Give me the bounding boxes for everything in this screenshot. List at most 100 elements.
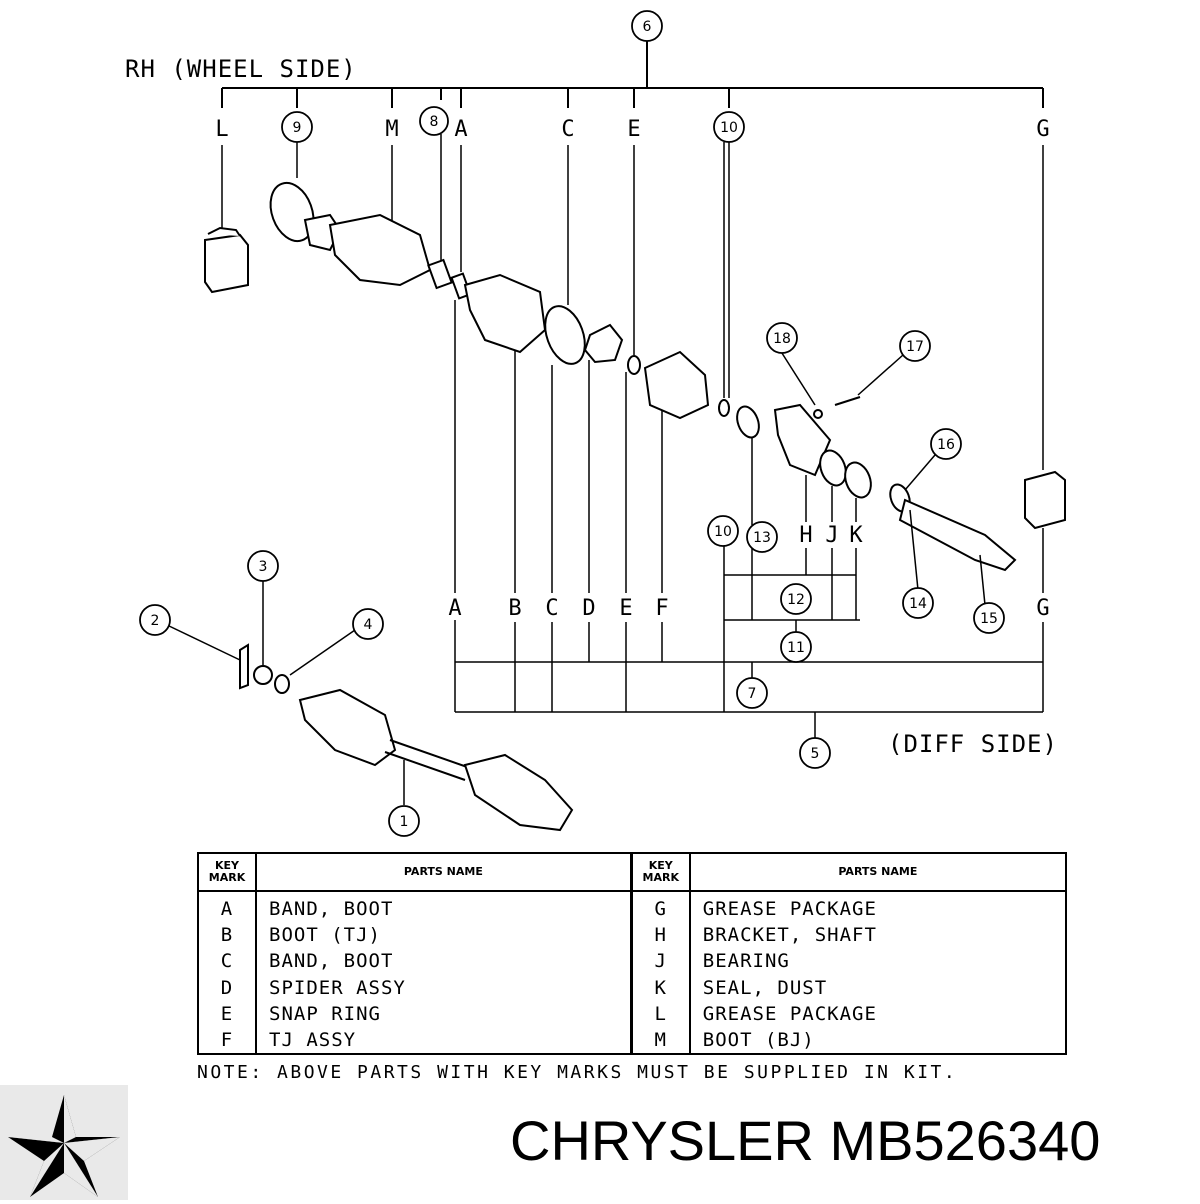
part-name-cell: TJ ASSY bbox=[256, 1026, 633, 1053]
boot-tj bbox=[463, 273, 547, 354]
washer bbox=[274, 674, 290, 694]
pentastar-icon bbox=[8, 1095, 120, 1197]
part-name-cell: SPIDER ASSY bbox=[256, 974, 633, 1001]
key-letter-e-top: E bbox=[627, 117, 640, 142]
kit-note: NOTE: ABOVE PARTS WITH KEY MARKS MUST BE… bbox=[197, 1062, 958, 1083]
band-c bbox=[544, 305, 586, 365]
band-8 bbox=[427, 258, 453, 290]
callout-11-label: 11 bbox=[787, 640, 805, 656]
exploded-diagram: RH (WHEEL SIDE) (DIFF SIDE) L M A C E G bbox=[125, 10, 1066, 837]
key-mark-cell: F bbox=[199, 1026, 257, 1053]
callout-1 bbox=[388, 805, 420, 837]
pentastar-logo bbox=[0, 1085, 128, 1200]
snap-ring bbox=[627, 355, 641, 375]
callout-8-label: 8 bbox=[430, 114, 439, 130]
band-9 bbox=[269, 181, 315, 243]
callout-10-bottom-label: 10 bbox=[714, 524, 732, 540]
callout-3 bbox=[247, 550, 279, 582]
key-mark-cell: H bbox=[631, 922, 691, 949]
brand-part-number: CHRYSLER MB526340 bbox=[510, 1109, 1101, 1172]
key-mark-cell: L bbox=[631, 1000, 691, 1027]
callout-2 bbox=[139, 604, 171, 636]
key-letter-c-top: C bbox=[561, 117, 574, 142]
table-row: C BAND, BOOT J BEARING bbox=[199, 948, 1065, 975]
tj-assy bbox=[643, 350, 710, 420]
callout-18-label: 18 bbox=[773, 331, 791, 347]
callout-15-label: 15 bbox=[980, 611, 998, 627]
callout-14 bbox=[902, 587, 934, 619]
part-name-cell: BAND, BOOT bbox=[256, 891, 633, 923]
key-letter-h: H bbox=[799, 523, 812, 548]
key-mark-header-1: KEY MARK bbox=[199, 854, 257, 892]
table-row: B BOOT (TJ) H BRACKET, SHAFT bbox=[199, 922, 1065, 949]
part-name-cell: BOOT (TJ) bbox=[256, 922, 633, 949]
key-letter-g-bottom: G bbox=[1036, 596, 1049, 621]
callout-12 bbox=[780, 583, 812, 615]
callout-circles: 1 2 3 4 5 6 7 8 9 10 10 11 12 13 14 15 1… bbox=[139, 10, 1005, 837]
key-mark-header-2: KEY MARK bbox=[631, 854, 691, 892]
callout-7 bbox=[736, 677, 768, 709]
callout-10-top-label: 10 bbox=[720, 120, 738, 136]
part-name-cell: BOOT (BJ) bbox=[702, 1028, 815, 1051]
part-name-cell: SEAL, DUST bbox=[702, 976, 828, 999]
part-name-cell: BRACKET, SHAFT bbox=[702, 924, 877, 947]
spider-assy bbox=[583, 323, 624, 364]
key-letter-l: L bbox=[215, 117, 228, 142]
callout-5-label: 5 bbox=[811, 746, 820, 762]
table-row: D SPIDER ASSY K SEAL, DUST bbox=[199, 974, 1065, 1001]
top-leader-lines bbox=[221, 134, 1044, 470]
callout-6-label: 6 bbox=[643, 19, 652, 35]
callout-15 bbox=[973, 602, 1005, 634]
key-letter-f: F bbox=[655, 596, 668, 621]
key-mark-cell: M bbox=[631, 1026, 691, 1053]
washer-18 bbox=[813, 409, 823, 419]
callout-17 bbox=[899, 330, 931, 362]
key-mark-cell: J bbox=[631, 948, 691, 975]
ring-10 bbox=[718, 399, 730, 417]
callout-16-label: 16 bbox=[937, 437, 955, 453]
key-mark-cell: A bbox=[199, 891, 257, 923]
key-letter-m: M bbox=[385, 117, 398, 142]
callout-9 bbox=[281, 111, 313, 143]
grease-package-g bbox=[1024, 470, 1066, 530]
key-mark-cell: C bbox=[199, 948, 257, 975]
key-letter-c-bottom: C bbox=[545, 596, 558, 621]
assembled-driveshaft bbox=[239, 643, 574, 832]
callout-17-label: 17 bbox=[906, 339, 924, 355]
callout-5 bbox=[799, 737, 831, 769]
key-letter-a-bottom: A bbox=[448, 596, 461, 621]
table-row: A BAND, BOOT G GREASE PACKAGE bbox=[199, 891, 1065, 923]
callout-14-label: 14 bbox=[909, 596, 927, 612]
key-mark-cell: B bbox=[199, 922, 257, 949]
callout-6 bbox=[631, 10, 663, 42]
wheel-side-label: RH (WHEEL SIDE) bbox=[125, 55, 357, 83]
key-letter-k: K bbox=[849, 523, 863, 548]
boot-bj bbox=[328, 213, 432, 287]
callout-4-label: 4 bbox=[364, 617, 373, 633]
callout-10-top bbox=[713, 111, 745, 143]
nut bbox=[253, 665, 273, 685]
key-letter-g-top: G bbox=[1036, 117, 1049, 142]
table-row: F TJ ASSY M BOOT (BJ) bbox=[199, 1026, 1065, 1053]
key-mark-cell: G bbox=[631, 891, 691, 923]
parts-name-header-2: PARTS NAME bbox=[689, 854, 1065, 892]
key-letter-b: B bbox=[508, 596, 521, 621]
key-letter-j: J bbox=[825, 523, 838, 548]
key-letter-d: D bbox=[582, 596, 595, 621]
callout-4 bbox=[352, 608, 384, 640]
bolt-17 bbox=[834, 396, 861, 406]
shaft-14 bbox=[898, 498, 1017, 572]
bracket-h bbox=[773, 403, 832, 477]
callout-2-label: 2 bbox=[151, 613, 160, 629]
key-letter-e-bottom: E bbox=[619, 596, 632, 621]
part-name-cell: BAND, BOOT bbox=[256, 948, 633, 975]
callout-12-label: 12 bbox=[787, 592, 805, 608]
top-bracket-lines bbox=[221, 40, 1044, 108]
callout-11 bbox=[780, 631, 812, 663]
parts-table: KEY MARK PARTS NAME KEY MARK PARTS NAME … bbox=[197, 852, 1067, 1055]
part-name-cell: GREASE PACKAGE bbox=[702, 1002, 877, 1025]
callout-9-label: 9 bbox=[293, 120, 302, 136]
callout-16 bbox=[930, 428, 962, 460]
parts-name-header-1: PARTS NAME bbox=[256, 854, 633, 892]
callout-13-label: 13 bbox=[753, 530, 771, 546]
